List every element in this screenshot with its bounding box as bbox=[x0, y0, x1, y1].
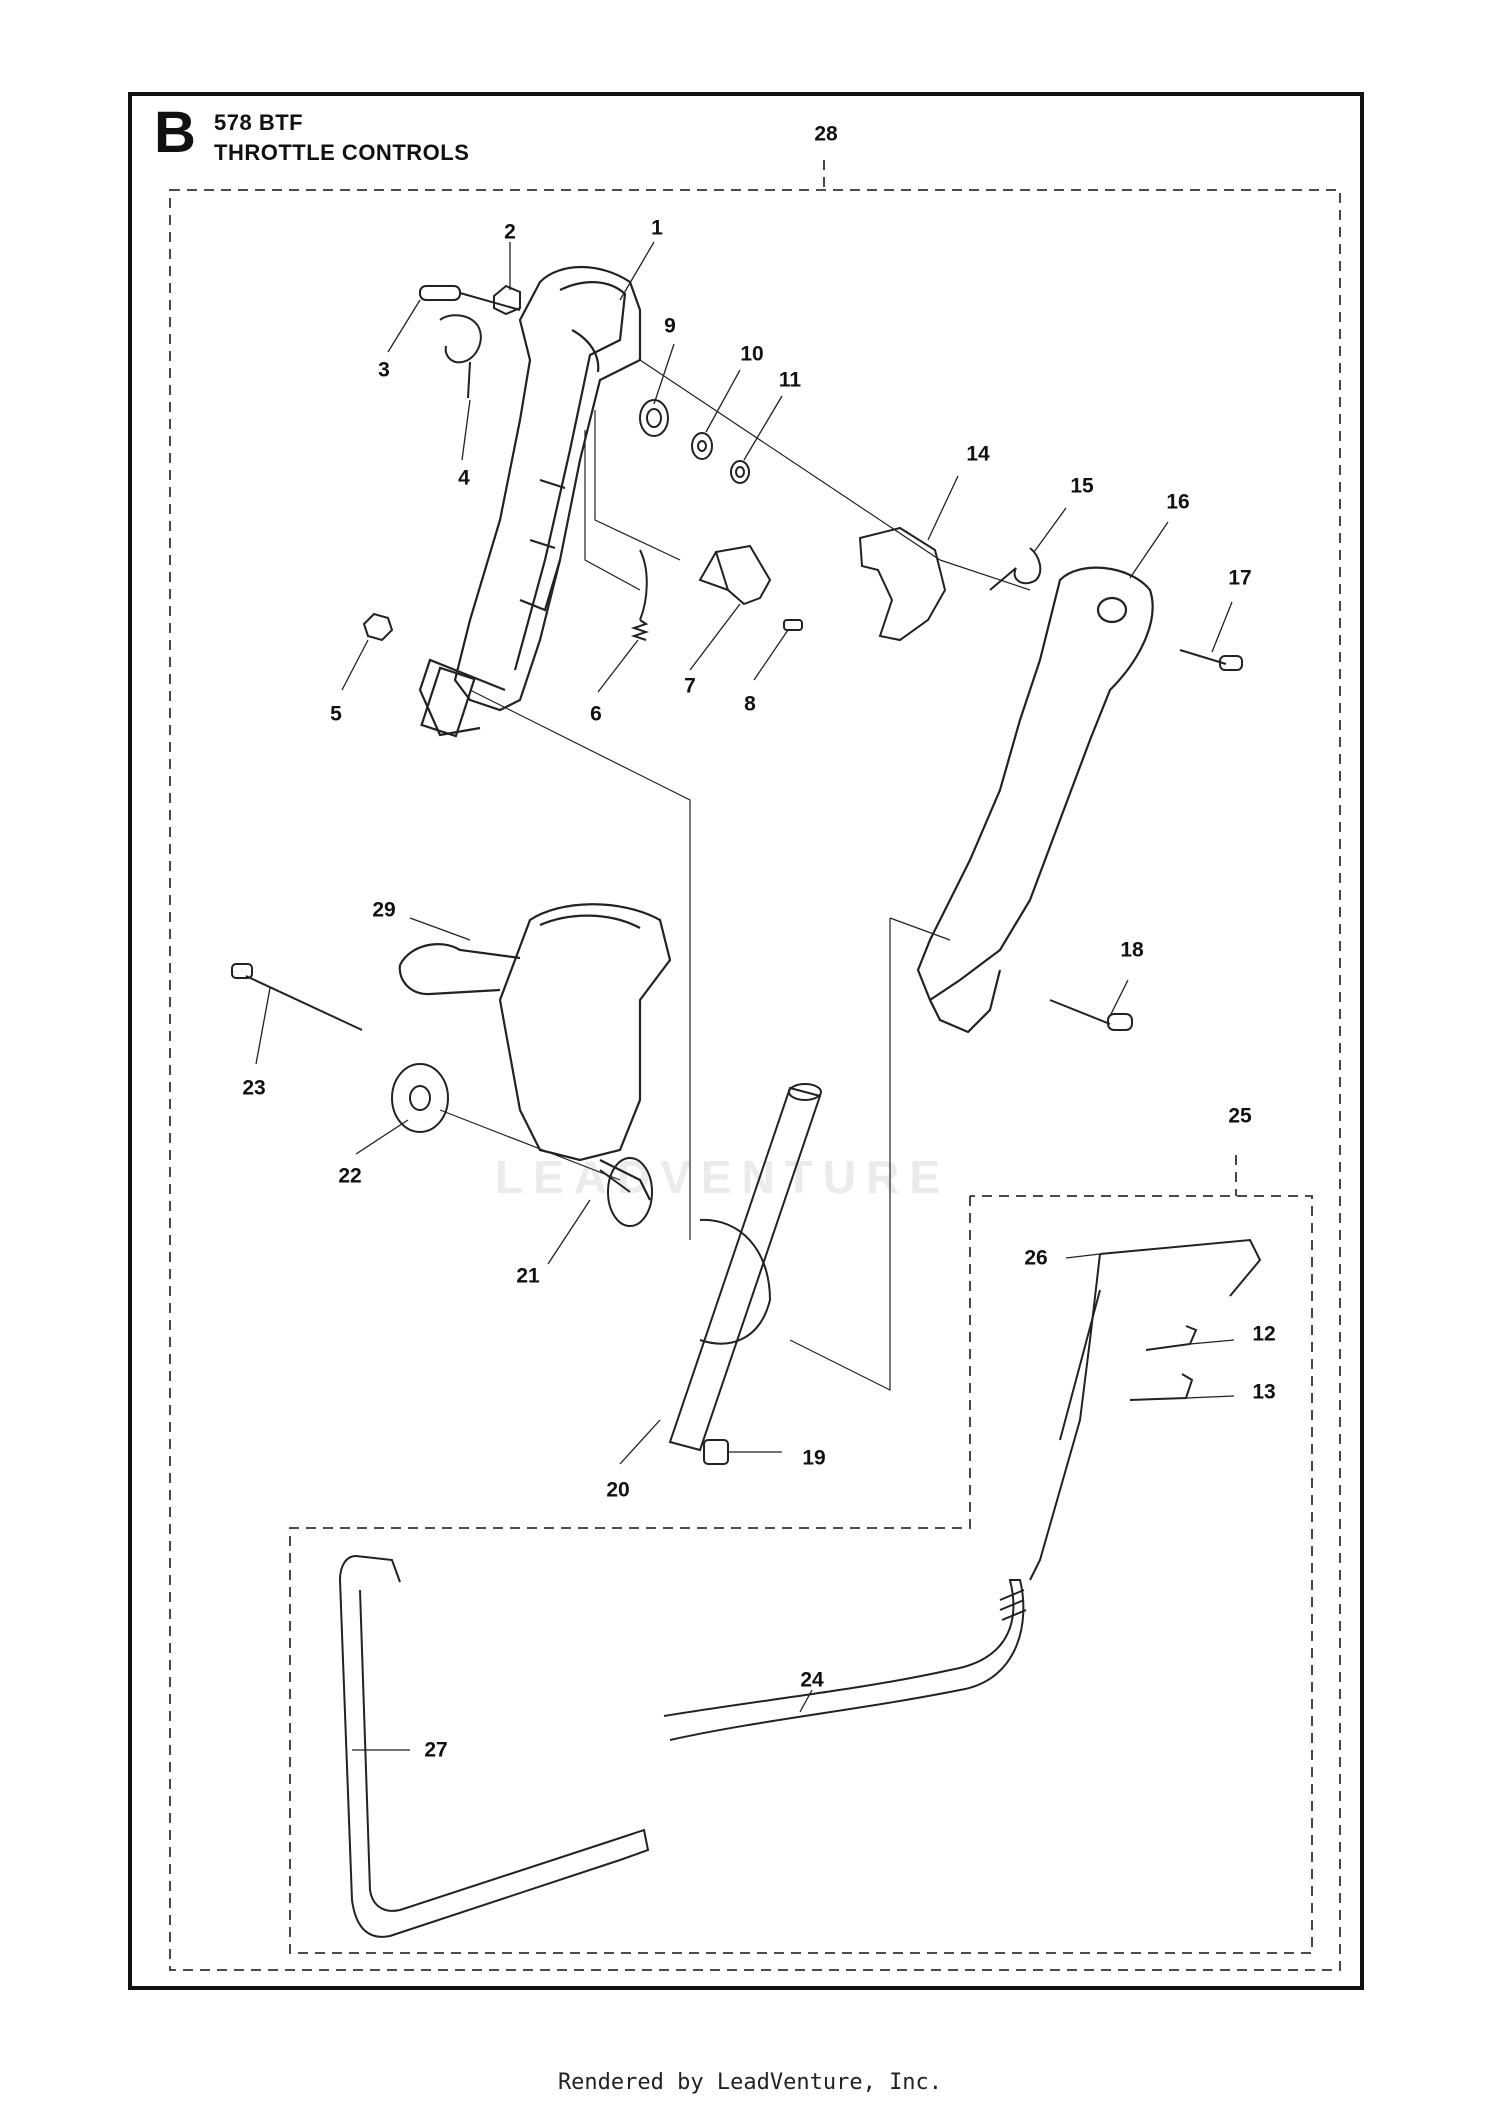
callout-18: 18 bbox=[1120, 938, 1144, 962]
callout-3: 3 bbox=[378, 358, 390, 382]
callout-22: 22 bbox=[338, 1164, 362, 1188]
callout-26: 26 bbox=[1024, 1246, 1048, 1270]
connector-lines bbox=[439, 359, 1031, 1391]
part-22-knob bbox=[391, 1063, 449, 1133]
callout-10: 10 bbox=[740, 342, 764, 366]
part-19-nut bbox=[703, 1439, 729, 1465]
part-27-cable bbox=[338, 1555, 650, 1938]
part-9-washer bbox=[639, 399, 669, 437]
part-17-screw bbox=[1179, 649, 1243, 671]
part-7-lever bbox=[698, 544, 772, 606]
callout-12: 12 bbox=[1252, 1322, 1276, 1346]
part-26-harness bbox=[1029, 1238, 1262, 1581]
callout-6: 6 bbox=[590, 702, 602, 726]
part-3-screw bbox=[419, 285, 521, 311]
callout-9: 9 bbox=[664, 314, 676, 338]
part-18-screw bbox=[1049, 999, 1133, 1031]
callout-14: 14 bbox=[966, 442, 990, 466]
callout-8: 8 bbox=[744, 692, 756, 716]
part-8-screw bbox=[783, 619, 803, 631]
part-10-washer bbox=[691, 432, 713, 460]
part-20-tube bbox=[668, 1083, 822, 1452]
group-box-28 bbox=[169, 160, 1341, 1971]
part-24-sleeve bbox=[663, 1579, 1027, 1741]
part-21-knob bbox=[599, 1157, 653, 1227]
part-handle-body bbox=[418, 266, 642, 738]
part-23-bolt bbox=[231, 963, 363, 1031]
callout-24: 24 bbox=[800, 1668, 824, 1692]
section-title: THROTTLE CONTROLS bbox=[214, 140, 470, 165]
callout-13: 13 bbox=[1252, 1380, 1276, 1404]
callout-7: 7 bbox=[684, 674, 696, 698]
part-6-spring bbox=[630, 549, 650, 641]
callout-25: 25 bbox=[1228, 1104, 1252, 1128]
part-29-clamp bbox=[398, 903, 672, 1201]
part-4-clip bbox=[439, 314, 482, 399]
callout-1: 1 bbox=[651, 216, 663, 240]
callout-20: 20 bbox=[606, 1478, 630, 1502]
part-13-terminal bbox=[1129, 1373, 1194, 1401]
part-12-terminal bbox=[1145, 1325, 1198, 1351]
callout-27: 27 bbox=[424, 1738, 448, 1762]
part-15-spring bbox=[989, 547, 1042, 591]
callout-5: 5 bbox=[330, 702, 342, 726]
diagram-frame bbox=[128, 92, 1364, 1990]
model-name: 578 BTF bbox=[214, 110, 304, 135]
callout-28: 28 bbox=[814, 122, 838, 146]
callout-4: 4 bbox=[458, 466, 470, 490]
callout-17: 17 bbox=[1228, 566, 1252, 590]
callout-19: 19 bbox=[802, 1446, 826, 1470]
callout-15: 15 bbox=[1070, 474, 1094, 498]
callout-11: 11 bbox=[778, 368, 802, 392]
section-letter: B bbox=[154, 100, 196, 165]
part-5-nut bbox=[362, 612, 394, 642]
group-box-25 bbox=[289, 1155, 1313, 1954]
part-14-trigger bbox=[858, 526, 947, 642]
callout-29: 29 bbox=[372, 898, 396, 922]
footer-credit: Rendered by LeadVenture, Inc. bbox=[557, 2070, 943, 2095]
leader-lines bbox=[255, 241, 1235, 1751]
callout-16: 16 bbox=[1166, 490, 1190, 514]
callout-23: 23 bbox=[242, 1076, 266, 1100]
callout-2: 2 bbox=[504, 220, 516, 244]
part-11-washer bbox=[730, 460, 750, 484]
part-16-grip bbox=[916, 566, 1154, 1034]
callout-21: 21 bbox=[516, 1264, 540, 1288]
part-2-nut bbox=[493, 284, 521, 316]
